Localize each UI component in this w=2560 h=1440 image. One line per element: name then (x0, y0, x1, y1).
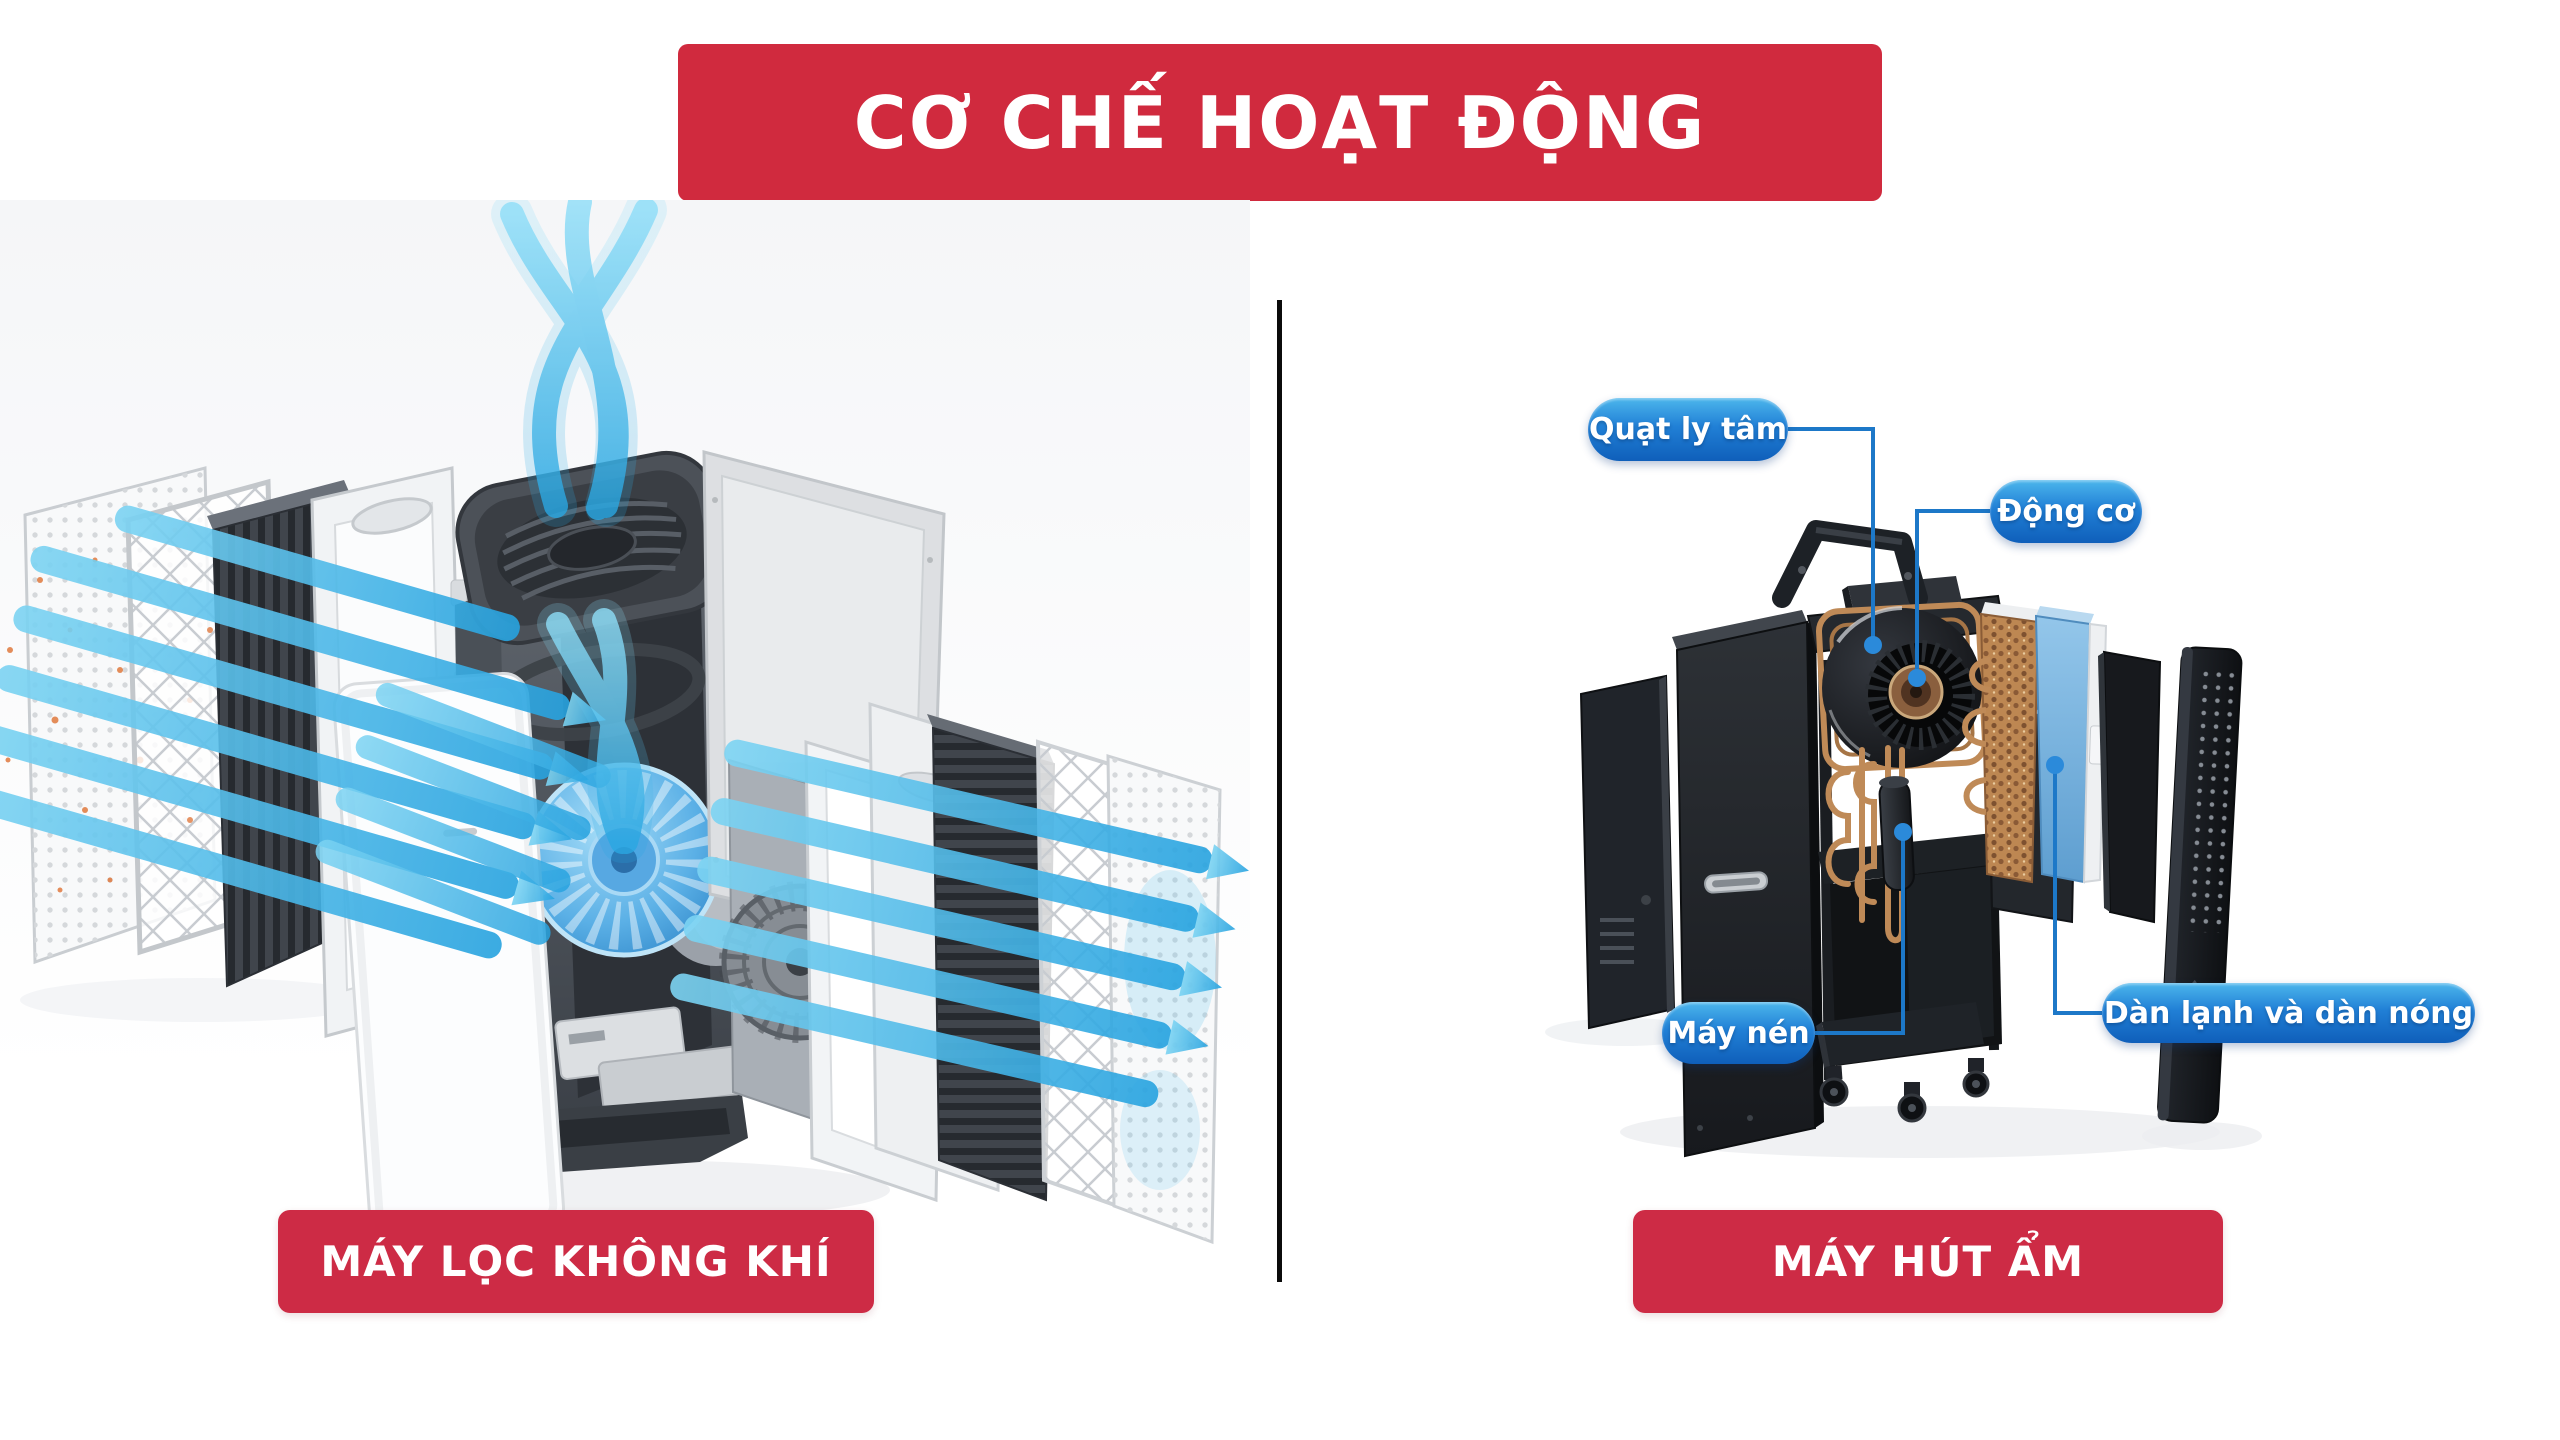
callout-label: Máy nén (1667, 1015, 1810, 1051)
callout-coils: Dàn lạnh và dàn nóng (2102, 983, 2475, 1043)
caption-air-purifier: MÁY LỌC KHÔNG KHÍ (278, 1210, 874, 1313)
blue-coil (2034, 606, 2108, 884)
title-text: CƠ CHẾ HOẠT ĐỘNG (853, 80, 1707, 165)
side-panel-left (1579, 674, 1676, 1030)
door-handle (1704, 871, 1769, 894)
callout-label: Quạt ly tâm (1588, 412, 1788, 447)
caption-text: MÁY LỌC KHÔNG KHÍ (320, 1237, 832, 1286)
title-banner: CƠ CHẾ HOẠT ĐỘNG (678, 44, 1882, 201)
perforated-side-panel (2157, 646, 2243, 1124)
exhaust-ribbons (500, 200, 658, 854)
caption-text: MÁY HÚT ẨM (1771, 1237, 2085, 1286)
casters (1819, 1058, 1990, 1123)
compressor (1878, 776, 1915, 892)
internal-electronics (554, 1006, 744, 1112)
front-door (1672, 610, 1824, 1158)
section-divider (1277, 300, 1282, 1282)
callout-centrifugal-fan: Quạt ly tâm (1588, 398, 1788, 461)
fan-motor (1888, 664, 1944, 720)
callout-motor: Động cơ (1990, 480, 2142, 543)
top-outlet-grille (455, 450, 729, 646)
callout-compressor: Máy nén (1662, 1002, 1815, 1064)
air-purifier-exploded-illustration (0, 200, 1250, 1300)
airflow-inner-left (315, 682, 611, 945)
callout-label: Dàn lạnh và dàn nóng (2103, 995, 2474, 1031)
caption-dehumidifier: MÁY HÚT ẨM (1633, 1210, 2223, 1313)
rear-panel (2098, 650, 2162, 924)
callout-label: Động cơ (1997, 494, 2135, 529)
base-tray (522, 1095, 748, 1172)
airflow-right (670, 739, 1249, 1108)
dehumidifier-exploded-illustration (1545, 520, 2262, 1158)
airflow-left (0, 505, 607, 959)
hepa-filter-right (927, 714, 1056, 1202)
